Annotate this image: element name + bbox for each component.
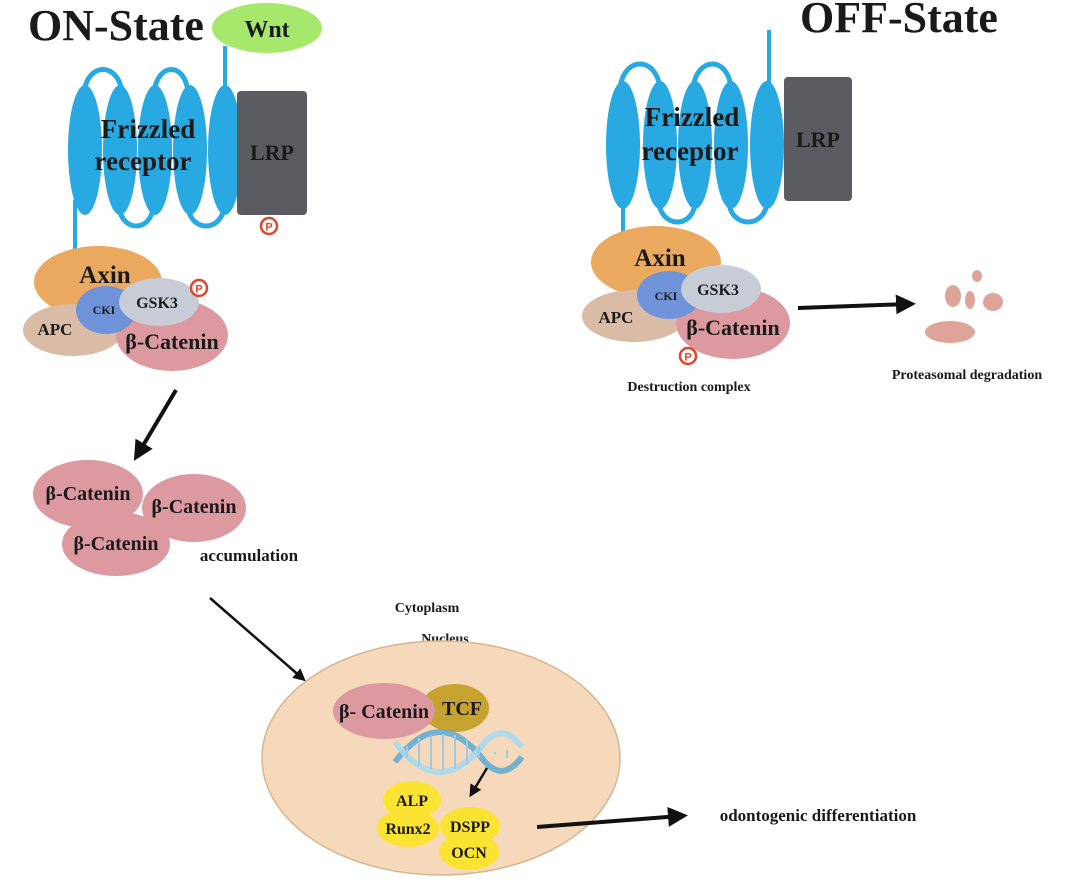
complex-off: Axin APC β-Catenin CKI GSK3 P Destructio… (582, 226, 790, 395)
degradation-fragments: Proteasomal degradation (892, 270, 1042, 383)
receptor-label-off: receptor (642, 136, 739, 166)
catenin-accum-label-2: β-Catenin (152, 496, 237, 518)
on-state-title: ON-State (28, 1, 204, 50)
arrow-transcription (469, 767, 489, 798)
frizzled-receptor-off: Frizzled receptor (606, 30, 784, 245)
frizzled-label-on: Frizzled (101, 114, 195, 144)
cytoplasm-label: Cytoplasm (395, 601, 460, 616)
proteasomal-degradation-label: Proteasomal degradation (892, 368, 1042, 383)
catenin-label-on: β-Catenin (125, 329, 218, 354)
catenin-accum-1 (33, 460, 143, 528)
gene-label: OCN (451, 845, 487, 862)
odontogenic-differentiation-label: odontogenic differentiation (720, 806, 917, 825)
apc-label-on: APC (38, 320, 73, 339)
gsk3-off (681, 265, 761, 313)
wnt-ligand: Wnt (212, 3, 322, 100)
nucleus: TCF β- Catenin ALP Runx2 DSPP OCN (261, 640, 621, 876)
wnt-label: Wnt (244, 17, 289, 43)
gene-label: Runx2 (385, 821, 430, 838)
axin-label-on: Axin (79, 262, 131, 289)
cki-label-off: CKI (655, 289, 678, 303)
frizzled-label-off: Frizzled (645, 102, 739, 132)
frizzled-receptor-on: Frizzled receptor (68, 67, 242, 250)
lrp-coreceptor-off: LRP (784, 77, 852, 201)
phospho-label: P (265, 222, 272, 234)
receptor-label-on: receptor (95, 146, 192, 176)
accumulation-label: accumulation (200, 546, 299, 565)
catenin-label-off: β-Catenin (686, 315, 779, 340)
catenin-accum-label-1: β-Catenin (46, 483, 131, 505)
target-genes: ALP Runx2 DSPP OCN (377, 781, 500, 870)
complex-on: Axin APC β-Catenin CKI GSK3 P (23, 246, 228, 371)
arrow-degradation (797, 294, 916, 315)
arrow-release (133, 388, 178, 461)
axin-label-off: Axin (634, 245, 686, 272)
cki-label-on: CKI (93, 303, 116, 317)
tcf (421, 684, 489, 732)
catenin-nuclear-label: β- Catenin (339, 701, 429, 723)
arrow-to-nucleus (209, 597, 306, 682)
gene-runx2 (377, 809, 439, 847)
gene-label: ALP (396, 793, 428, 810)
gsk3-label-on: GSK3 (136, 295, 178, 312)
tcf-label: TCF (442, 698, 482, 720)
lrp-label-on: LRP (250, 140, 294, 165)
catenin-accum-2 (142, 474, 246, 542)
gsk3-label-off: GSK3 (697, 282, 739, 299)
catenin-nuclear (333, 683, 435, 739)
off-state-title: OFF-State (800, 0, 998, 42)
catenin-accum-label-3: β-Catenin (74, 533, 159, 555)
phospho-label: P (195, 284, 202, 296)
catenin-accum-3 (62, 512, 170, 576)
dna-icon (392, 729, 525, 775)
gene-ocn (439, 834, 499, 870)
arrow-differentiation (536, 806, 688, 829)
accumulated-catenin: β-Catenin β-Catenin β-Catenin accumulati… (33, 460, 299, 576)
gene-label: DSPP (450, 819, 490, 836)
lrp-label-off: LRP (796, 127, 840, 152)
gene-dspp (440, 807, 500, 845)
phospho-icon (678, 346, 698, 366)
gsk3-on (119, 278, 199, 326)
phospho-label: P (684, 352, 691, 364)
phospho-icon (189, 278, 209, 298)
apc-label-off: APC (599, 308, 634, 327)
gene-alp (383, 781, 441, 819)
phospho-icon (259, 216, 279, 236)
destruction-complex-label: Destruction complex (627, 380, 750, 395)
lrp-coreceptor-on: LRP P (237, 91, 307, 236)
